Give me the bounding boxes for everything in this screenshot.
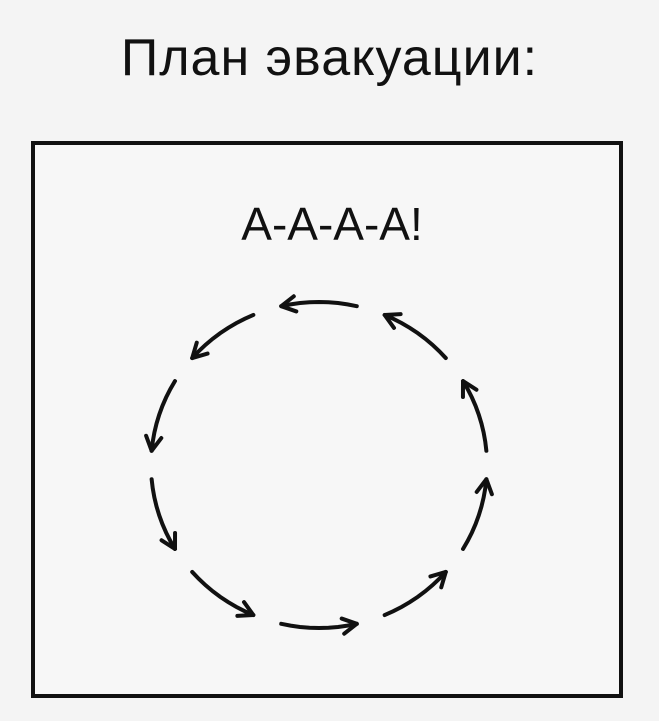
evacuation-plan-frame: А-А-А-А!	[31, 141, 623, 698]
arrow-icon	[149, 477, 178, 551]
arrow-icon	[382, 312, 448, 361]
arrow-icon	[279, 616, 359, 636]
arrow-icon	[190, 569, 256, 618]
arrow-icon	[382, 569, 448, 618]
page-title: План эвакуации:	[120, 29, 539, 87]
shout-text: А-А-А-А!	[241, 198, 423, 250]
circular-arrows-diagram	[144, 294, 494, 636]
arrow-icon	[144, 379, 177, 453]
arrow-icon	[279, 294, 359, 314]
arrow-icon	[460, 379, 489, 453]
arrow-icon	[190, 312, 256, 361]
arrow-icon	[461, 477, 494, 551]
